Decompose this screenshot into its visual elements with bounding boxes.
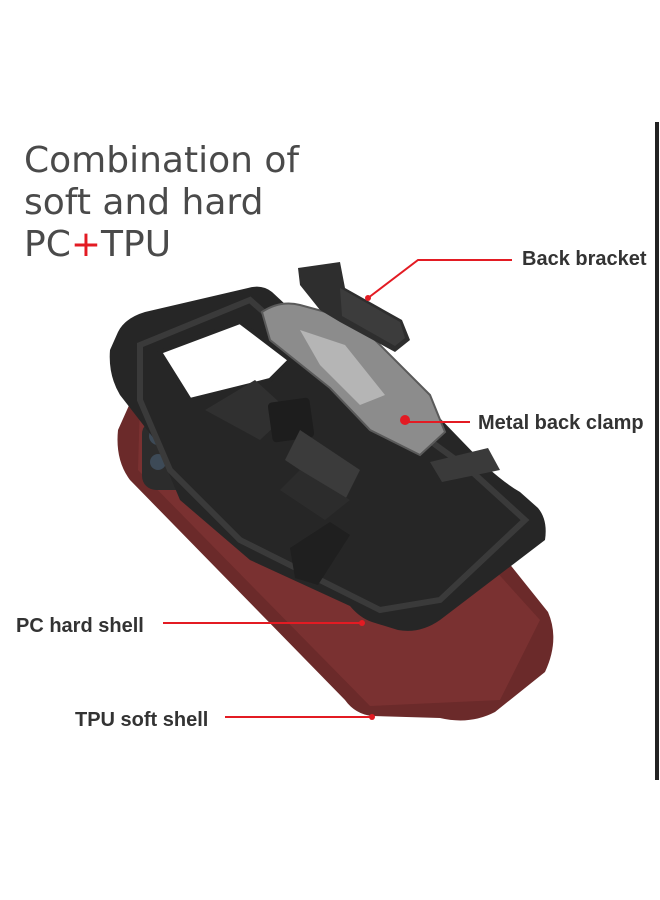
headline-line-1: Combination of [24,140,300,181]
headline: Combination of soft and hard PC+TPU [24,140,299,266]
right-edge-divider [655,122,659,780]
headline-line-2: soft and hard [24,182,264,223]
headline-plus: + [70,224,102,265]
headline-tpu: TPU [101,224,172,265]
callout-tpu-soft-shell: TPU soft shell [75,709,209,731]
callout-line-back-bracket [367,259,512,299]
callout-back-bracket: Back bracket [522,248,647,270]
callout-pc-hard-shell: PC hard shell [16,615,144,637]
headline-pc: PC [24,224,71,265]
callout-metal-back-clamp: Metal back clamp [478,412,644,434]
